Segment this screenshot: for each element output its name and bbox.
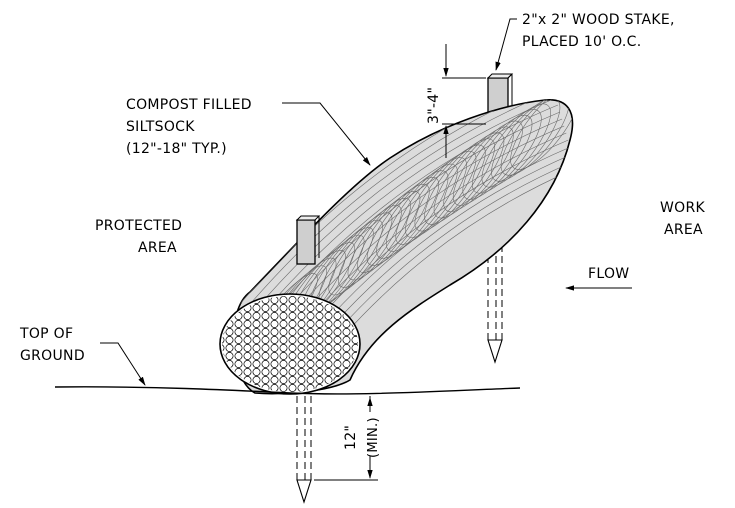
embed-depth-dimension xyxy=(314,396,378,481)
stake-height-label: 3"-4" xyxy=(426,87,442,124)
left-stake xyxy=(295,215,321,504)
right-stake-tip xyxy=(487,339,503,364)
sock-label-line2: SILTSOCK xyxy=(126,119,195,135)
ground-label-line2: GROUND xyxy=(20,348,85,364)
work-area-line2: AREA xyxy=(664,222,703,238)
stake-leader xyxy=(495,18,517,71)
stake-label-line2: PLACED 10' O.C. xyxy=(522,34,642,50)
flow-label: FLOW xyxy=(588,266,629,282)
work-area-line1: WORK xyxy=(660,200,705,216)
ground-line xyxy=(54,386,521,395)
left-stake-top-face xyxy=(295,215,321,221)
siltsock-end-hex xyxy=(222,296,358,392)
stake-label-line1: 2"x 2" WOOD STAKE, xyxy=(522,12,675,28)
ground-label-line1: TOP OF xyxy=(19,326,73,342)
ground-leader xyxy=(100,342,146,386)
left-stake-tip xyxy=(296,479,312,504)
left-stake-top xyxy=(296,219,316,265)
siltsock xyxy=(219,99,574,395)
embed-min-label: (MIN.) xyxy=(366,417,381,458)
sock-label-line3: (12"-18" TYP.) xyxy=(126,141,227,157)
protected-area-line2: AREA xyxy=(138,240,177,256)
embed-depth-label: 12" xyxy=(343,425,359,450)
sock-label-line1: COMPOST FILLED xyxy=(126,97,252,113)
protected-area-line1: PROTECTED xyxy=(95,218,182,234)
stake-height-dimension xyxy=(442,44,486,158)
sock-leader xyxy=(282,102,371,166)
